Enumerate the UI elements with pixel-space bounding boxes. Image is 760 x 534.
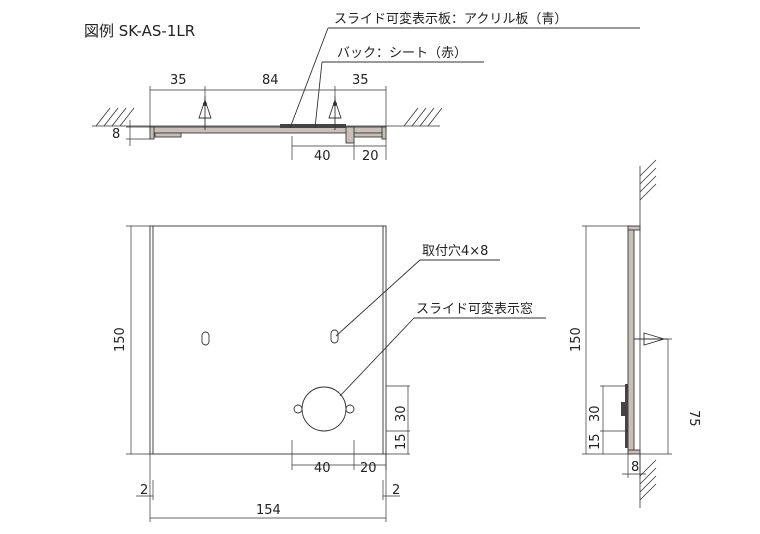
dim-side-30: 30 <box>588 405 603 422</box>
dim-front-width: 154 <box>256 503 281 518</box>
slide-rail-left <box>154 132 182 138</box>
side-view <box>582 159 672 508</box>
side-panel <box>627 225 635 455</box>
callout-hole: 取付穴4×8 <box>422 244 488 259</box>
mounting-hole-right <box>330 329 339 344</box>
dim-front-b20: 20 <box>360 461 377 476</box>
dim-front-2-left: 2 <box>140 483 148 498</box>
acrylic-slide-plate <box>280 124 346 128</box>
wall-hatch-right <box>403 107 443 127</box>
dim-front-height: 150 <box>113 327 128 352</box>
dim-side-15: 15 <box>588 433 603 450</box>
callout-window: スライド可変表示窓 <box>416 301 533 317</box>
slide-stop <box>345 126 355 144</box>
dim-top-right: 35 <box>352 73 369 88</box>
wall-hatch-left <box>95 107 135 127</box>
front-panel <box>149 225 387 455</box>
side-panel-bottom-return <box>627 449 641 455</box>
dim-side-75: 75 <box>686 410 701 427</box>
front-view <box>126 225 546 522</box>
dim-side-height: 150 <box>569 327 584 352</box>
dim-front-2-right: 2 <box>392 483 400 498</box>
mounting-hole-left <box>201 331 210 346</box>
dim-top-b40: 40 <box>314 149 331 164</box>
callout-back: バック：シート（赤） <box>337 46 467 61</box>
side-panel-top-return <box>627 225 641 231</box>
slide-window <box>293 386 355 432</box>
dim-top-left: 35 <box>170 73 187 88</box>
anchor-left-icon <box>198 96 212 130</box>
panel-left-return <box>149 126 155 140</box>
dim-top-mid: 84 <box>262 73 279 88</box>
dim-front-30: 30 <box>394 405 409 422</box>
dim-front-15: 15 <box>394 433 409 450</box>
top-view: 35 84 35 8 40 20 <box>92 27 640 164</box>
dim-side-8: 8 <box>631 460 639 475</box>
wall-hatch-side-bottom <box>639 459 657 501</box>
slide-rail-right <box>353 132 383 138</box>
wall-hatch-side-top <box>639 159 657 201</box>
figure-title: 図例 SK-AS-1LR <box>84 22 195 40</box>
callout-acrylic: スライド可変表示板：アクリル板（青） <box>334 11 567 27</box>
panel-right-return <box>381 126 387 140</box>
side-knob <box>621 402 628 416</box>
anchor-right-icon <box>328 96 342 130</box>
dim-front-b40: 40 <box>314 461 331 476</box>
dim-top-thickness: 8 <box>112 127 120 142</box>
dim-top-b20: 20 <box>362 149 379 164</box>
